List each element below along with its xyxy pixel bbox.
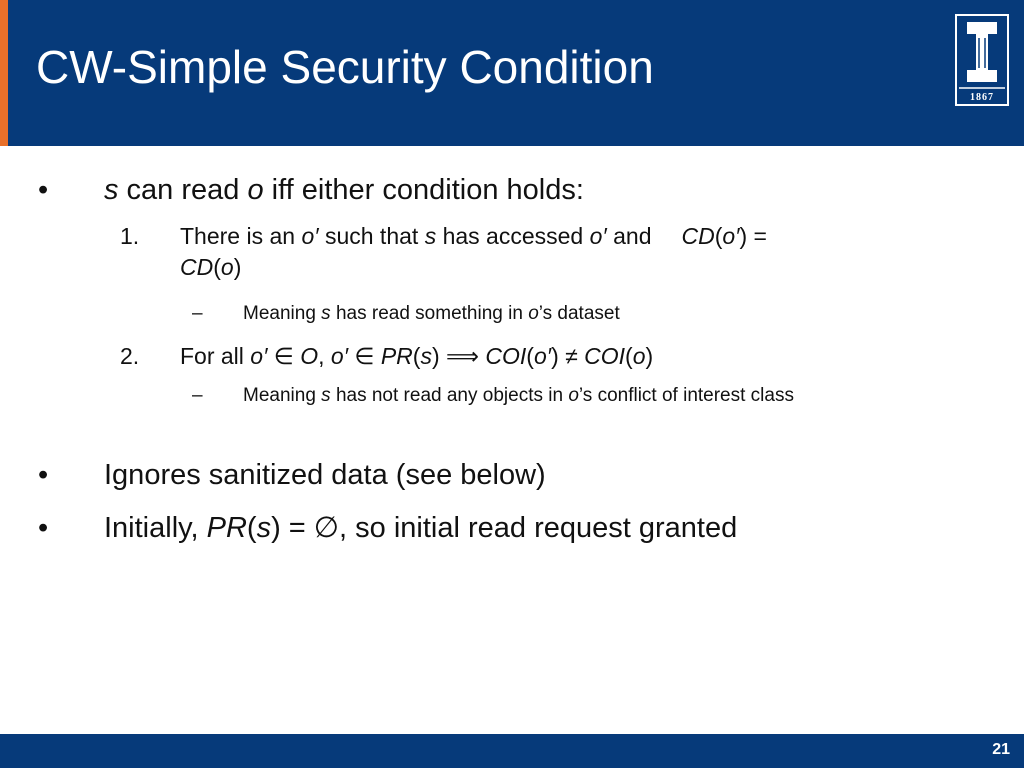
- footer-bar: 21: [0, 734, 1024, 768]
- block-i-icon: [967, 22, 997, 82]
- dash-marker: –: [192, 385, 203, 406]
- logo-year: 1867: [970, 92, 994, 103]
- item-text: For all o′ ∈ O, o′ ∈ PR(s) ⟹ COI(o′) ≠ C…: [180, 343, 654, 369]
- bullet-marker: •: [38, 174, 49, 206]
- bullet-marker: •: [38, 512, 49, 544]
- bullet-text: Ignores sanitized data (see below): [104, 459, 546, 491]
- slide-number: 21: [992, 741, 1010, 758]
- dash-marker: –: [192, 303, 203, 324]
- title-bar: CW-Simple Security Condition 1867: [0, 0, 1024, 146]
- slide-title: CW-Simple Security Condition: [36, 41, 654, 93]
- sub-item-text: Meaning s has read something in o’s data…: [243, 303, 620, 324]
- item-number: 1.: [120, 223, 140, 249]
- item-text: There is an o′ such that s has accessed …: [180, 223, 767, 280]
- sub-item-text: Meaning s has not read any objects in o’…: [243, 385, 794, 406]
- bullet-text: Initially, PR(s) = ∅, so initial read re…: [104, 512, 738, 544]
- bullet-marker: •: [38, 459, 49, 491]
- orange-accent-stripe: [0, 0, 8, 146]
- university-logo: 1867: [955, 14, 1009, 106]
- slide-body: • s can read o iff either condition hold…: [0, 146, 1024, 734]
- item-number: 2.: [120, 343, 140, 369]
- bullet-text: s can read o iff either condition holds:: [104, 174, 584, 206]
